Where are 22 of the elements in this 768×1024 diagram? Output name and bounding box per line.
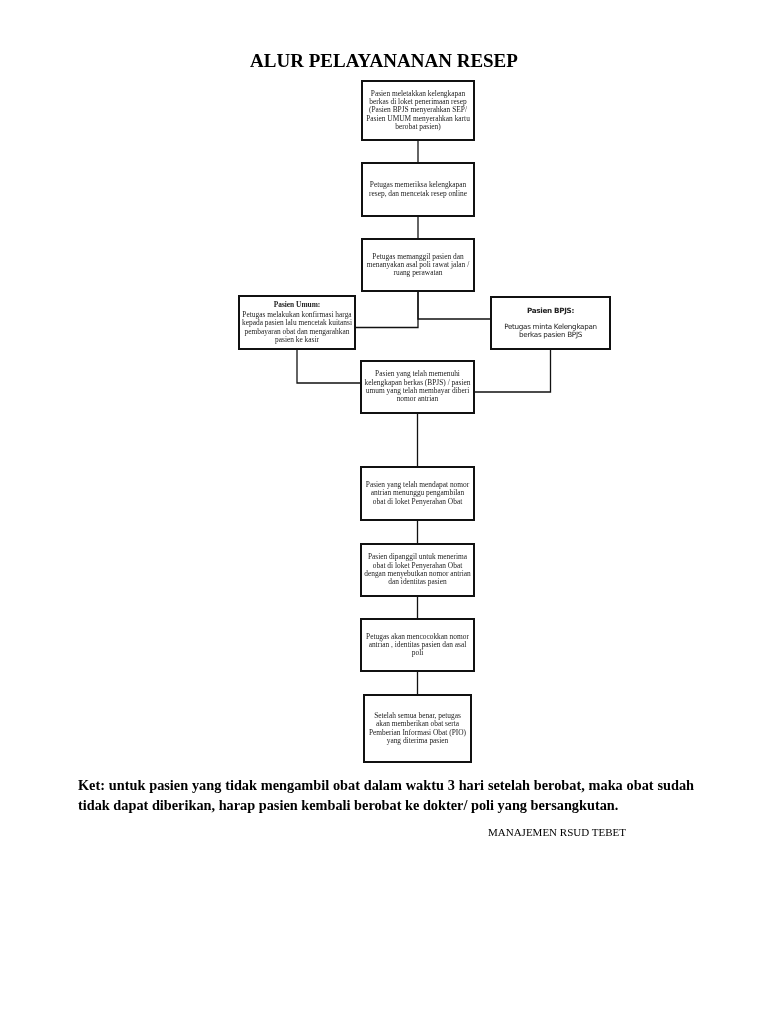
process-box bbox=[361, 238, 475, 292]
process-box bbox=[238, 295, 356, 350]
connector-line bbox=[296, 349, 361, 384]
process-box bbox=[360, 543, 475, 597]
note-text: Ket: untuk pasien yang tidak mengambil obat dalam waktu 3 hari setelah berobat, maka obat sudah tidak dapat diberikan, harap pasien kembali berobat ke dokter/ poli yang bersangkutan. bbox=[78, 776, 694, 815]
process-box bbox=[360, 360, 475, 414]
process-box bbox=[490, 296, 611, 350]
connector-line bbox=[417, 216, 419, 239]
process-box bbox=[361, 80, 475, 141]
connector-line bbox=[416, 413, 419, 467]
connector-line bbox=[416, 596, 419, 619]
connector-line bbox=[474, 349, 552, 393]
connector-line bbox=[417, 140, 419, 163]
process-box bbox=[361, 162, 475, 217]
diagram-title: ALUR PELAYANANAN RESEP bbox=[249, 50, 519, 72]
connector-line bbox=[416, 671, 419, 695]
process-box bbox=[360, 466, 475, 521]
process-box bbox=[363, 694, 472, 763]
process-box bbox=[360, 618, 475, 672]
signature-text: MANAJEMEN RSUD TEBET bbox=[488, 826, 626, 838]
connector-line bbox=[417, 291, 491, 320]
connector-line bbox=[416, 520, 419, 544]
